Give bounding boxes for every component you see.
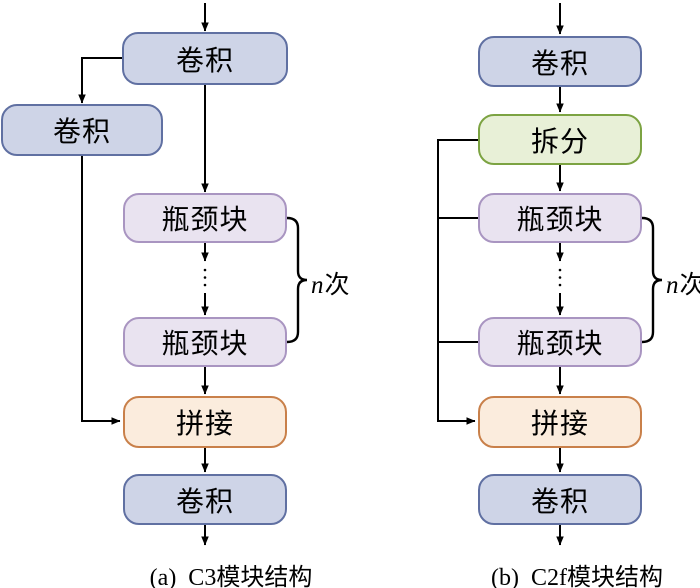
repeat-brace-a: [286, 216, 308, 344]
node-conv-branch-a: 卷积: [1, 104, 163, 156]
node-bottleneck-bottom-a: 瓶颈块: [123, 317, 287, 367]
skip-connection-arrow-b: [437, 139, 478, 425]
node-conv-top-a: 卷积: [122, 32, 288, 85]
repeat-suffix-b: 次: [679, 272, 700, 299]
node-conv-out-a: 卷积: [123, 474, 287, 525]
branch-arrow-a: [78, 57, 122, 104]
node-bottleneck-top-a: 瓶颈块: [123, 193, 287, 243]
repeat-times-label-a: n次: [311, 265, 350, 301]
node-split-b: 拆分: [478, 114, 642, 165]
caption-b: (b) C2f模块结构: [491, 565, 663, 588]
caption-a: (a) C3模块结构: [149, 565, 313, 588]
node-conv-out-b: 卷积: [478, 474, 642, 525]
node-concat-b: 拼接: [478, 396, 642, 448]
skip-connection-arrow-a: [81, 156, 121, 425]
node-conv-top-b: 卷积: [478, 36, 642, 87]
node-bottleneck-bottom-b: 瓶颈块: [478, 317, 642, 367]
repeat-n-b: n: [666, 272, 679, 299]
repeat-brace-b: [641, 216, 663, 344]
repeat-n-a: n: [311, 272, 324, 299]
repeat-times-label-b: n次: [666, 265, 700, 301]
node-concat-a: 拼接: [123, 396, 287, 448]
node-bottleneck-top-b: 瓶颈块: [478, 193, 642, 243]
repeat-suffix-a: 次: [324, 272, 350, 299]
